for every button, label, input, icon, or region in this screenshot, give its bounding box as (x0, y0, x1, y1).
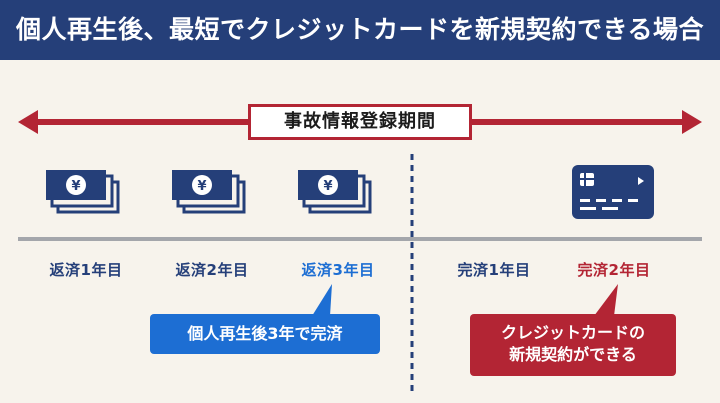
callout-tail (312, 284, 332, 316)
callout-line: 新規契約ができる (509, 345, 637, 364)
header-banner: 個人再生後、最短でクレジットカードを新規契約できる場合 (0, 0, 720, 60)
svg-text:¥: ¥ (197, 179, 206, 194)
money-stack-icon: ¥ (298, 170, 372, 214)
period-arrow (0, 96, 720, 152)
year-label: 完済2年目 (577, 261, 651, 279)
year-label: 返済3年目 (301, 261, 375, 279)
year-label: 返済1年目 (49, 261, 123, 279)
year-label: 完済1年目 (457, 261, 531, 279)
double-arrow-icon (18, 110, 702, 134)
callout-line: クレジットカードの (500, 323, 645, 342)
timeline-divider (18, 237, 702, 241)
page-title: 個人再生後、最短でクレジットカードを新規契約できる場合 (15, 15, 704, 44)
period-boundary-line (410, 154, 414, 394)
svg-text:¥: ¥ (71, 179, 80, 194)
card-contract-callout: クレジットカードの 新規契約ができる (470, 314, 676, 376)
period-label: 事故情報登録期間 (248, 104, 472, 140)
callout-tail (594, 284, 618, 316)
year-label: 返済2年目 (175, 261, 249, 279)
repaid-callout: 個人再生後3年で完済 (150, 314, 380, 354)
money-stack-icon: ¥ (46, 170, 120, 214)
svg-text:¥: ¥ (323, 179, 332, 194)
credit-card-icon (572, 165, 654, 219)
money-stack-icon: ¥ (172, 170, 246, 214)
